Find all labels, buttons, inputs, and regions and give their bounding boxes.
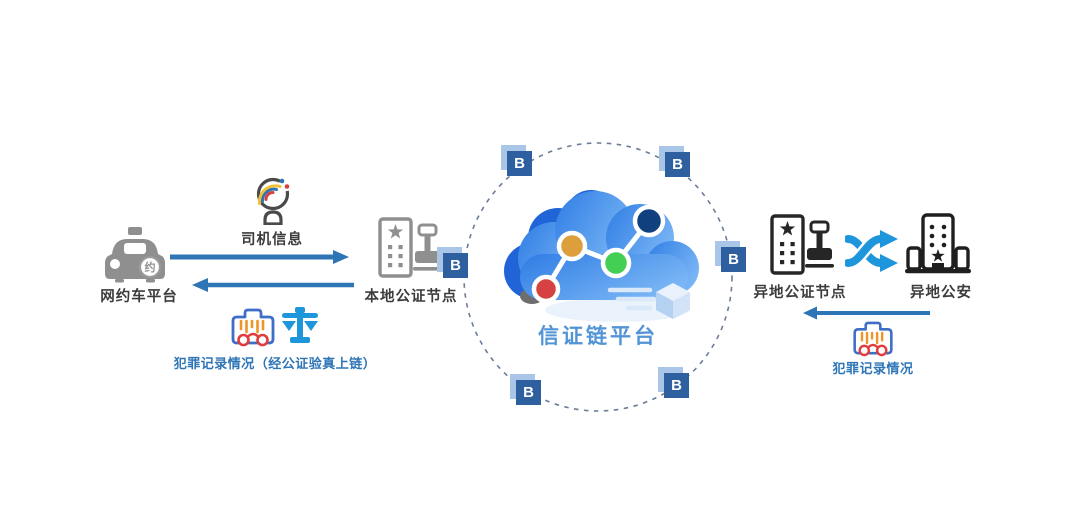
handcuffs-record-icon (231, 308, 275, 347)
block-letter: B (721, 247, 746, 272)
blockchain-block-icon: B (437, 247, 468, 278)
label-local-notary-node: 本地公证节点 (364, 289, 458, 305)
node-red (531, 274, 561, 304)
node-green (600, 247, 632, 279)
star-icon (779, 220, 796, 236)
label-criminal-record-verified: 犯罪记录情况（经公证验真上链） (173, 356, 377, 371)
cube-icon (656, 283, 690, 319)
blockchain-block-icon: B (501, 145, 532, 176)
block-letter: B (664, 373, 689, 398)
label-criminal-record: 犯罪记录情况 (832, 361, 914, 376)
block-letter: B (443, 253, 468, 278)
building-stamp-icon-remote (770, 214, 834, 275)
handcuffs-record-icon (853, 321, 893, 357)
blockchain-block-icon: B (658, 367, 689, 398)
star-icon (931, 249, 945, 262)
blockchain-block-icon: B (715, 241, 746, 272)
label-remote-notary-node: 异地公证节点 (753, 285, 847, 301)
building-stamp-icon-local (378, 217, 442, 278)
taxi-icon: 约 (105, 227, 165, 283)
arrow-right-driver-info (170, 250, 349, 264)
node-links (543, 219, 651, 291)
node-navy (632, 204, 666, 238)
police-building-icon (905, 213, 971, 274)
star-icon (387, 223, 404, 239)
blockchain-block-icon: B (659, 146, 690, 177)
node-orange (556, 230, 588, 262)
label-driver-info: 司机信息 (241, 232, 303, 248)
balance-scale-icon (282, 307, 318, 343)
arrow-left-record-result (192, 278, 354, 292)
taxi-badge-circle (138, 255, 162, 279)
block-letter: B (507, 151, 532, 176)
speed-streaks (607, 287, 657, 311)
label-remote-police: 异地公安 (910, 285, 972, 301)
taxi-badge-text: 约 (145, 260, 156, 274)
block-letter: B (665, 152, 690, 177)
cloud-network-icon (504, 190, 699, 322)
label-platform-name: 信证链平台 (538, 325, 658, 348)
blockchain-block-icon: B (510, 374, 541, 405)
shuffle-arrows-icon (845, 230, 898, 272)
arrow-left-criminal-record (803, 306, 930, 320)
block-letter: B (516, 380, 541, 405)
driver-broadcast-icon (256, 177, 290, 225)
label-ride-hailing-platform: 网约车平台 (100, 289, 178, 305)
